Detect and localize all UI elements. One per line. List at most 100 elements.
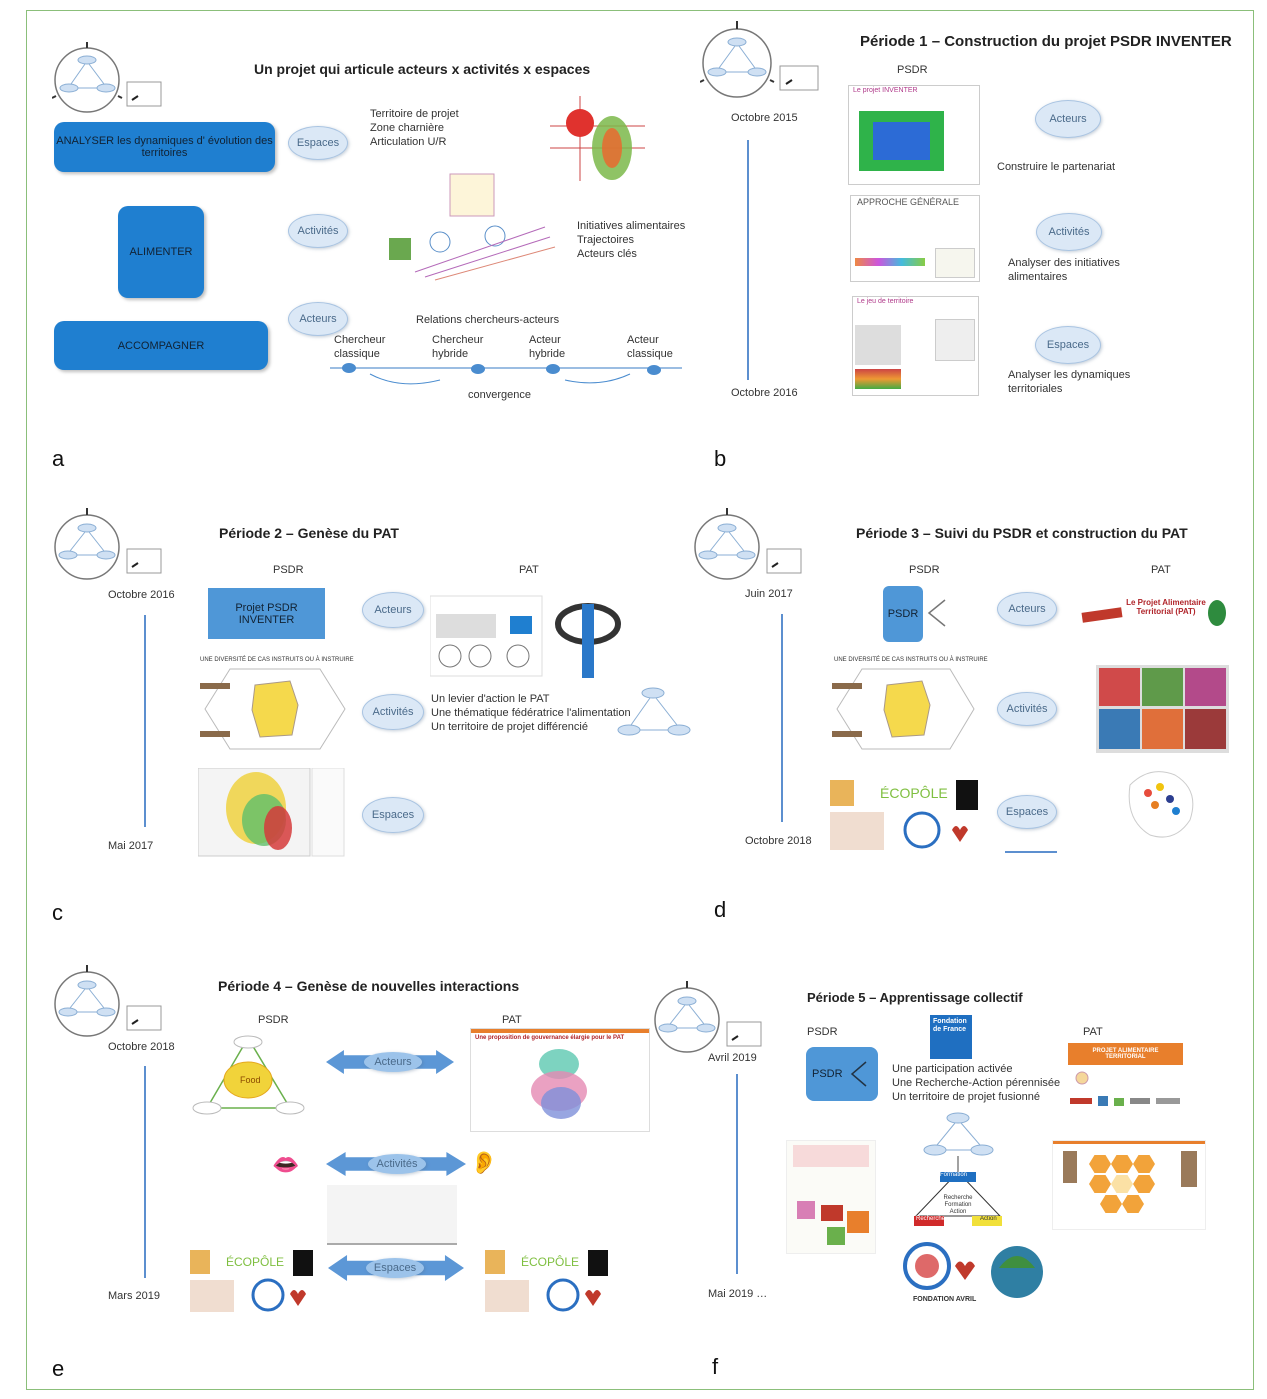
slide-title: Une proposition de gouvernance élargie p… [475, 1035, 625, 1041]
espaces-text: Territoire de projet Zone charnière Arti… [370, 107, 459, 149]
f-hexagon-slide [1052, 1140, 1206, 1230]
accompagner-box: ACCOMPAGNER [54, 321, 268, 370]
panel-b-title: Période 1 – Construction du projet PSDR … [860, 33, 1232, 50]
panel-e-title: Période 4 – Genèse de nouvelles interact… [218, 978, 520, 994]
relation-label: Acteur hybride [529, 334, 566, 360]
date-end: Mars 2019 [108, 1290, 160, 1302]
espaces-item: Zone charnière [370, 122, 444, 134]
timeline-line [781, 614, 783, 822]
convergence-label: convergence [468, 389, 531, 401]
svg-text:ÉCOPÔLE: ÉCOPÔLE [226, 1254, 284, 1269]
alimenter-box: ALIMENTER [118, 206, 204, 298]
timeline-line [144, 1066, 146, 1278]
triangle-diagram-icon [54, 508, 162, 580]
ecopole-logos-image: ÉCOPÔLE [485, 1250, 608, 1312]
oval-acteurs: Acteurs [1035, 100, 1101, 138]
activites-item: Trajectoires [577, 234, 635, 246]
triangle-diagram-icon [694, 508, 802, 580]
oval-espaces: Espaces [288, 126, 348, 160]
cases-map-image [832, 668, 975, 750]
thumb-jeu-territoire: Le jeu de territoire [852, 296, 979, 396]
svg-text:ÉCOPÔLE: ÉCOPÔLE [521, 1254, 579, 1269]
ecopole-logos-image: ÉCOPÔLE [190, 1250, 313, 1312]
timeline-line [736, 1074, 738, 1274]
f-partner-logos [903, 1242, 1043, 1298]
f-point: Un territoire de projet fusionné [892, 1091, 1040, 1103]
pat-project-title: Le Projet Alimentaire Territorial (PAT) [1126, 598, 1206, 616]
oval-activites: Activités [362, 694, 424, 730]
diversity-title: UNE DIVERSITÉ DE CAS INSTRUITS OU À INST… [834, 657, 988, 663]
food-triangle-diagram [192, 1035, 305, 1115]
thumb-title: Le jeu de territoire [857, 298, 914, 305]
relation-label: Acteur classique [627, 334, 673, 360]
pyramid-label-action: Action [980, 1216, 997, 1222]
oval-espaces: Espaces [997, 795, 1057, 829]
relations-axis [330, 363, 682, 385]
cases-map-image [200, 668, 346, 750]
relation-label: Chercheur hybride [432, 334, 484, 360]
panel-letter-c: c [52, 900, 63, 925]
eye-icon [927, 599, 946, 627]
date-end: Octobre 2018 [745, 835, 812, 847]
date-start: Octobre 2015 [731, 112, 798, 124]
figure-frame [26, 10, 1254, 1390]
oval-acteurs: Acteurs [364, 1052, 422, 1072]
recherche-formation-action-pyramid [914, 1112, 1002, 1226]
f-flyer-image [786, 1140, 876, 1254]
activites-text: Initiatives alimentaires Trajectoires Ac… [577, 219, 685, 261]
pat-banner: PROJET ALIMENTAIRE TERRITORIAL [1068, 1043, 1183, 1065]
triangle-diagram-icon [52, 42, 162, 113]
date-start: Juin 2017 [745, 588, 793, 600]
pat-slides-image [430, 594, 622, 680]
psdr-label: PSDR [273, 564, 304, 576]
fondation-de-france-logo: Fondation de France [930, 1015, 972, 1059]
date-end: Octobre 2016 [731, 387, 798, 399]
espaces-map-image [550, 96, 645, 181]
activites-item: Initiatives alimentaires [577, 220, 686, 232]
pat-text: Un levier d'action le PAT Une thématique… [431, 692, 631, 734]
eye-icon [850, 1061, 867, 1087]
ecopole-logos-image: ÉCOPÔLE [830, 780, 978, 850]
panel-d-title: Période 3 – Suivi du PSDR et constructio… [856, 525, 1188, 541]
activites-slide [327, 1185, 457, 1245]
b-text-espaces: Analyser les dynamiques territoriales [1008, 369, 1131, 395]
b-text-acteurs: Construire le partenariat [997, 161, 1116, 173]
oval-activites: Activités [1036, 213, 1102, 251]
psdr-label: PSDR [909, 564, 940, 576]
thumb-project-inventer: Le projet INVENTER [848, 85, 980, 185]
date-end: Mai 2019 … [708, 1288, 768, 1300]
psdr-box: PSDR [806, 1047, 878, 1101]
ear-icon: 👂 [470, 1150, 498, 1175]
oval-acteurs: Acteurs [362, 592, 424, 628]
oval-activites: Activités [368, 1154, 426, 1174]
oval-acteurs: Acteurs [997, 592, 1057, 626]
f-point: Une Recherche-Action pérennisée [892, 1077, 1061, 1089]
date-start: Avril 2019 [708, 1052, 757, 1064]
oval-acteurs: Acteurs [288, 302, 348, 336]
pat-label: PAT [502, 1014, 522, 1026]
psdr-label: PSDR [807, 1026, 838, 1038]
timeline-line [747, 140, 749, 380]
panel-letter-b: b [714, 446, 727, 471]
oval-activites: Activités [997, 692, 1057, 726]
date-end: Mai 2017 [108, 840, 154, 852]
date-start: Octobre 2016 [108, 589, 175, 601]
panel-letter-f: f [712, 1354, 719, 1379]
pat-project-banner: Le Projet Alimentaire Territorial (PAT) [1081, 596, 1230, 640]
projet-psdr-box: Projet PSDR INVENTER [208, 588, 325, 639]
pyramid-label-recherche: Recherche [916, 1216, 946, 1222]
thumb-approche-generale: APPROCHE GÉNÉRALE [850, 195, 980, 282]
relation-label: Chercheur classique [334, 334, 386, 360]
panel-f-title: Période 5 – Apprentissage collectif [807, 990, 1023, 1005]
psdr-label: PSDR [258, 1014, 289, 1026]
pat-text-item: Une thématique fédératrice l'alimentatio… [431, 707, 631, 719]
f-point: Une participation activée [892, 1063, 1013, 1075]
food-label: Food [240, 1075, 261, 1085]
panel-letter-e: e [52, 1356, 65, 1381]
oval-activites: Activités [288, 214, 348, 248]
triangle-diagram-icon [700, 21, 819, 98]
oval-espaces: Espaces [366, 1258, 424, 1278]
panel-c-title: Période 2 – Genèse du PAT [219, 525, 399, 541]
b-text-activites: Analyser des initiatives alimentaires [1008, 257, 1120, 283]
panel-letter-d: d [714, 897, 727, 922]
